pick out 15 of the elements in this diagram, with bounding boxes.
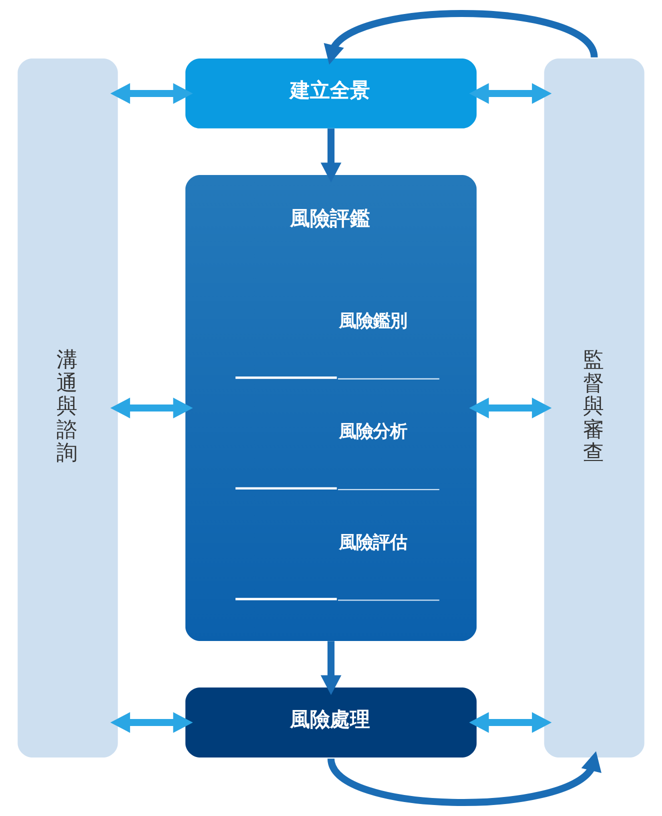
- node-box: 溝通與諮詢: [18, 58, 118, 758]
- node-box: 風險評鑑 風險鑑別 風險分析 風險評估: [185, 175, 477, 641]
- arrow: [110, 712, 193, 733]
- arrow: [320, 641, 342, 695]
- node-box: 建立全景: [185, 58, 477, 128]
- arrow: [328, 751, 602, 806]
- node-box: 監督與審查: [544, 58, 644, 758]
- arrow: [469, 712, 552, 733]
- arrow: [110, 83, 193, 104]
- arrow: [324, 10, 598, 65]
- arrow: [469, 398, 552, 418]
- arrow: [320, 128, 342, 182]
- arrow: [469, 83, 552, 104]
- arrow: [110, 398, 193, 418]
- node-box: 風險處理: [185, 688, 477, 758]
